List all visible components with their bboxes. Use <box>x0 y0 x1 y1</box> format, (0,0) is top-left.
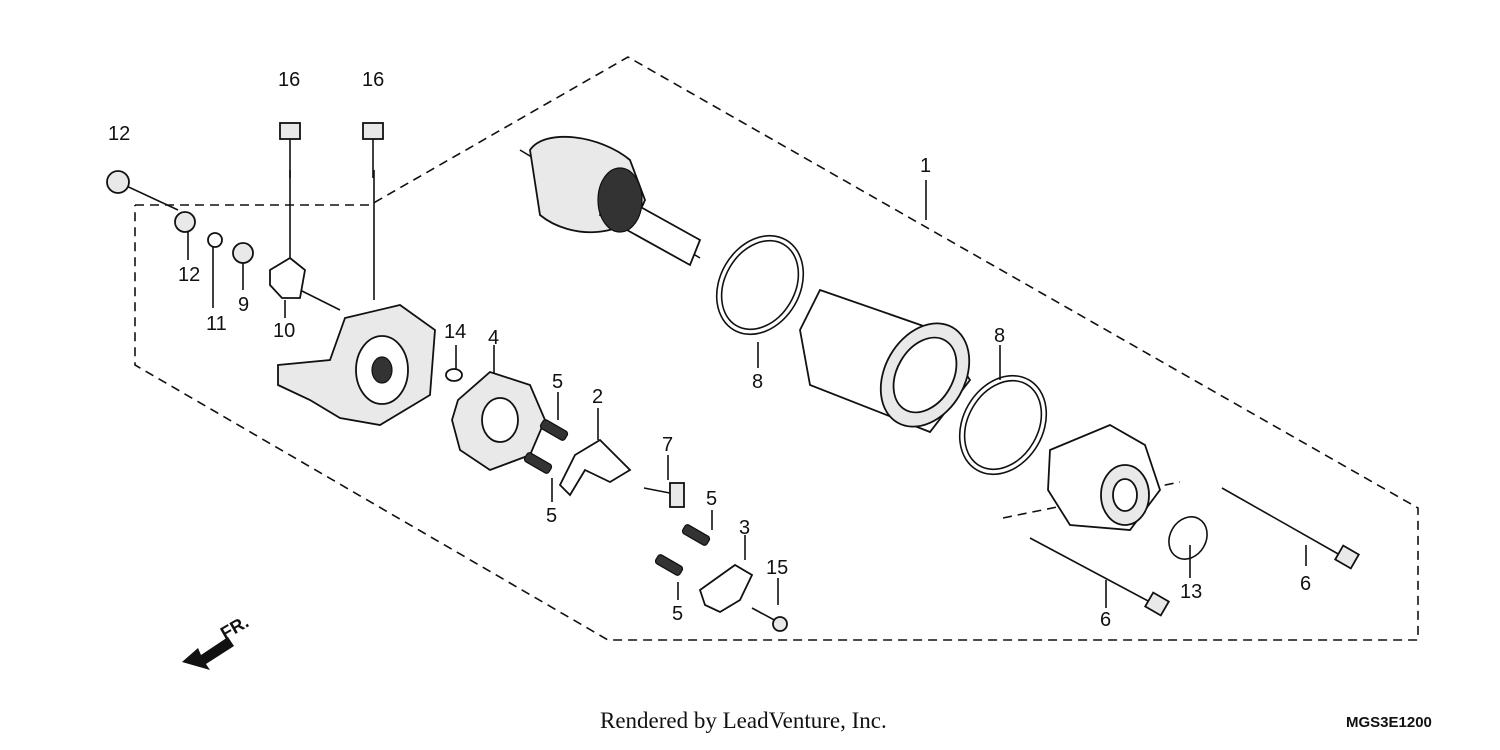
callout-5d: 5 <box>672 603 683 625</box>
long-bolt-6-upper <box>1221 487 1361 570</box>
brush-3 <box>698 563 754 614</box>
starter-yoke <box>799 288 972 434</box>
front-cover <box>277 304 436 426</box>
diagram-code: MGS3E1200 <box>1346 714 1432 731</box>
front-label: FR. <box>217 612 252 644</box>
terminal-hardware <box>106 170 463 382</box>
o-ring-13 <box>1168 516 1208 560</box>
rear-cover <box>1047 423 1162 531</box>
callout-11: 11 <box>206 313 227 335</box>
brush-holder <box>451 370 546 472</box>
callout-5a: 5 <box>552 371 563 393</box>
callout-13: 13 <box>1180 581 1202 603</box>
callout-8b: 8 <box>994 325 1005 347</box>
long-bolt-6-lower <box>1029 537 1171 617</box>
callout-10: 10 <box>273 320 295 342</box>
render-credit: Rendered by LeadVenture, Inc. <box>600 708 887 733</box>
callout-4: 4 <box>488 327 499 349</box>
callout-12b: 12 <box>178 264 200 286</box>
callout-labels: 1 2 3 4 5 5 5 5 6 6 7 8 8 9 10 11 12 12 … <box>108 69 1311 631</box>
brush-2 <box>558 438 632 497</box>
callout-5b: 5 <box>546 505 557 527</box>
assembly-boundary <box>134 56 1419 641</box>
brush-springs <box>523 419 711 576</box>
callout-5c: 5 <box>706 488 717 510</box>
armature <box>519 135 702 267</box>
callout-1: 1 <box>920 155 931 177</box>
callout-6a: 6 <box>1100 609 1111 631</box>
callout-14: 14 <box>444 321 466 343</box>
callout-8a: 8 <box>752 371 763 393</box>
callout-2: 2 <box>592 386 603 408</box>
o-ring-8-lower <box>958 374 1048 476</box>
callout-16b: 16 <box>362 69 384 91</box>
callout-9: 9 <box>238 294 249 316</box>
callout-12a: 12 <box>108 123 130 145</box>
callout-15: 15 <box>766 557 788 579</box>
callout-7: 7 <box>662 434 673 456</box>
callout-6b: 6 <box>1300 573 1311 595</box>
terminal-bolt <box>643 482 685 508</box>
callout-16a: 16 <box>278 69 300 91</box>
flange-bolts-16 <box>279 122 384 178</box>
screw-15 <box>751 607 788 632</box>
front-direction-arrow: FR. <box>182 612 252 670</box>
leader-lines <box>117 170 1307 608</box>
callout-3: 3 <box>739 517 750 539</box>
o-ring-8-upper <box>715 234 805 336</box>
